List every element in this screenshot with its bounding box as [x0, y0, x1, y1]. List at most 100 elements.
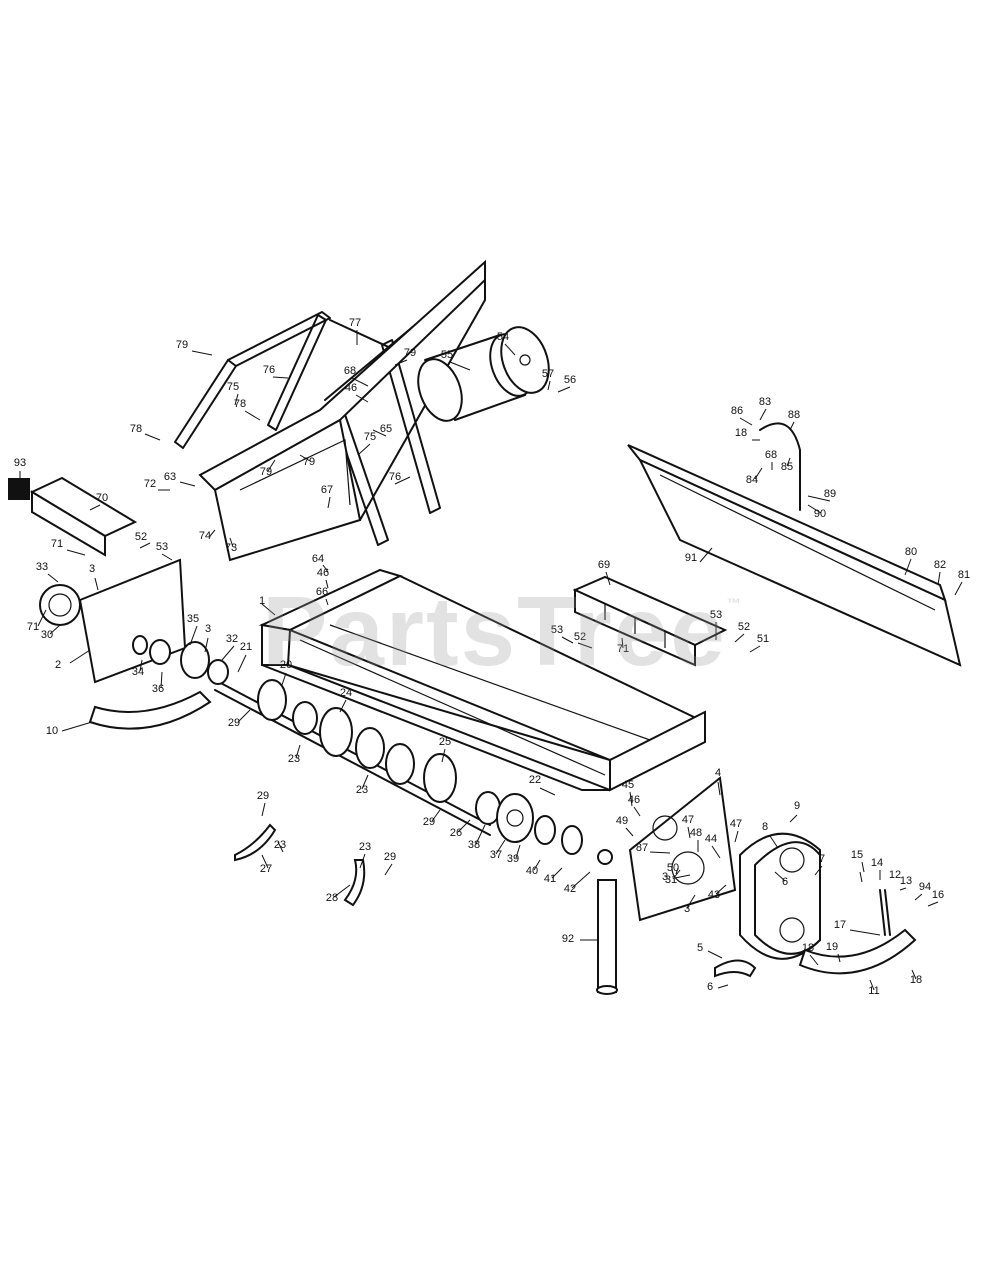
callout-leader: [621, 637, 624, 649]
callout-87: 87: [636, 842, 648, 854]
callout-94: 94: [919, 881, 931, 893]
callout-49: 49: [616, 815, 628, 827]
callout-leader: [139, 542, 151, 549]
callout-77: 77: [349, 317, 361, 329]
callout-47: 47: [730, 818, 742, 830]
callout-4: 4: [715, 767, 721, 779]
callout-18: 18: [802, 942, 814, 954]
callout-51: 51: [757, 633, 769, 645]
callout-91: 91: [685, 552, 697, 564]
callout-65: 65: [380, 423, 392, 435]
callout-leader: [221, 645, 235, 661]
callout-23: 23: [359, 841, 371, 853]
callout-leader: [707, 950, 723, 959]
main-hood: [258, 568, 706, 792]
callout-leader: [325, 579, 329, 589]
callout-40: 40: [526, 865, 538, 877]
callout-23: 23: [356, 784, 368, 796]
callout-leader: [849, 929, 881, 936]
right-side-plate: [628, 776, 737, 922]
callout-82: 82: [934, 559, 946, 571]
callout-83: 83: [759, 396, 771, 408]
callout-90: 90: [814, 508, 826, 520]
callout-leader: [139, 659, 143, 672]
callout-leader: [539, 787, 556, 796]
callout-leader: [295, 744, 301, 759]
callout-81: 81: [958, 569, 970, 581]
callout-36: 36: [152, 683, 164, 695]
callout-leader: [272, 376, 289, 379]
skid-right: [798, 889, 917, 975]
callout-16: 16: [932, 889, 944, 901]
callout-leader: [89, 504, 101, 511]
callout-11: 11: [868, 985, 879, 997]
callout-leader: [267, 459, 276, 472]
tine-28: [343, 859, 366, 907]
callout-leader: [61, 721, 93, 732]
callout-79: 79: [260, 466, 272, 478]
callout-68: 68: [765, 449, 777, 461]
callout-leader: [625, 827, 634, 837]
callout-leader: [734, 830, 739, 843]
callout-46: 46: [317, 567, 329, 579]
callout-leader: [561, 636, 574, 644]
callout-28: 28: [326, 892, 338, 904]
callout-leader: [325, 598, 329, 606]
callout-leader: [754, 467, 763, 480]
callout-leader: [814, 865, 823, 876]
callout-leader: [717, 984, 729, 989]
callout-leader: [899, 887, 907, 891]
callout-45: 45: [622, 779, 634, 791]
callout-25: 25: [439, 736, 451, 748]
callout-leader: [394, 476, 411, 485]
callout-35: 35: [187, 613, 199, 625]
rotor-shaft: [132, 635, 491, 836]
callout-9: 9: [794, 800, 800, 812]
callout-20: 20: [280, 659, 292, 671]
callout-79: 79: [303, 456, 315, 468]
callout-37: 37: [490, 849, 502, 861]
callout-13: 13: [900, 875, 912, 887]
stand-tube: [596, 879, 618, 995]
callout-leader: [359, 853, 366, 869]
callout-leader: [711, 845, 721, 859]
callout-leader: [649, 851, 671, 854]
callout-74: 74: [199, 530, 211, 542]
callout-24: 24: [340, 687, 352, 699]
callout-leader: [749, 645, 761, 653]
callout-23: 23: [274, 839, 286, 851]
callout-53: 53: [551, 624, 563, 636]
callout-leader: [229, 537, 234, 548]
callout-27: 27: [260, 863, 272, 875]
tine-27: [234, 823, 277, 862]
callout-leader: [237, 709, 251, 723]
callout-43: 43: [708, 889, 720, 901]
callout-leader: [144, 433, 161, 441]
callout-leader: [339, 699, 347, 713]
callout-79: 79: [404, 347, 416, 359]
callout-leader: [672, 869, 681, 880]
callout-84: 84: [746, 474, 758, 486]
callout-48: 48: [690, 827, 702, 839]
callout-30: 30: [41, 629, 53, 641]
callout-29: 29: [423, 816, 435, 828]
callout-93: 93: [14, 457, 26, 469]
callout-leader: [571, 871, 591, 889]
callout-leader: [372, 429, 387, 437]
callout-leader: [384, 863, 393, 876]
callout-75: 75: [227, 381, 239, 393]
callout-57: 57: [542, 368, 554, 380]
callout-leader: [675, 867, 679, 875]
callout-leader: [209, 529, 216, 537]
callout-14: 14: [871, 857, 883, 869]
callout-42: 42: [564, 883, 576, 895]
callout-44: 44: [705, 833, 717, 845]
callout-leader: [789, 421, 795, 431]
callout-leader: [160, 671, 163, 689]
callout-67: 67: [321, 484, 333, 496]
decal-square: [8, 478, 30, 500]
callout-12: 12: [889, 869, 901, 881]
callout-leader: [69, 649, 91, 664]
callout-92: 92: [562, 933, 574, 945]
callout-leader: [299, 454, 311, 462]
